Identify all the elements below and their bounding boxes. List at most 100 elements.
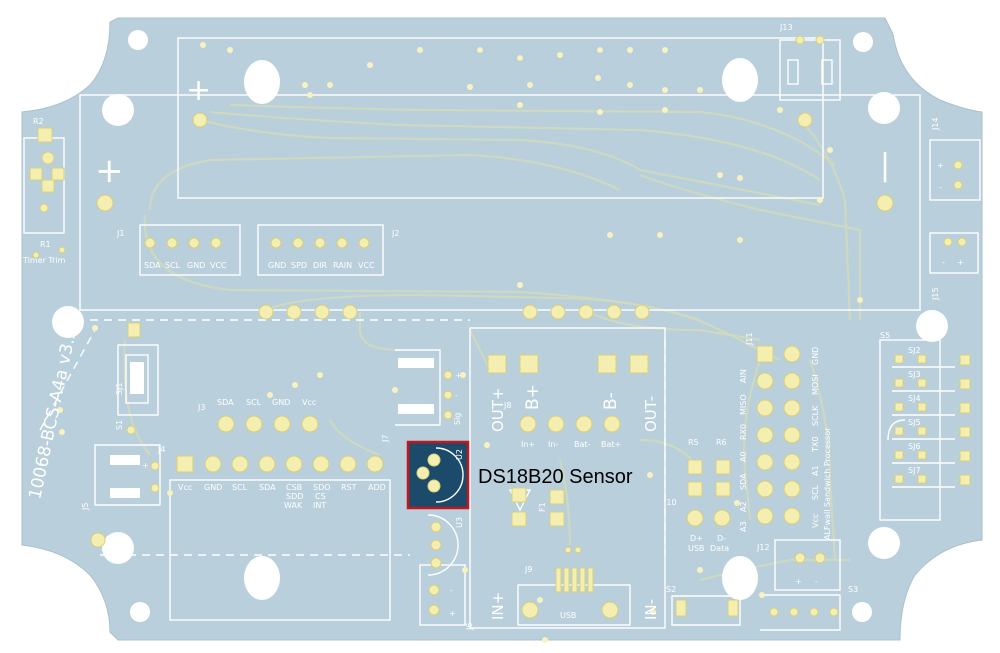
via: [662, 107, 668, 113]
via: [467, 84, 473, 90]
via: [759, 592, 765, 598]
designator-s2: S2: [666, 585, 676, 594]
j8-pin-label: Bat-: [574, 440, 591, 449]
sj-pad: [959, 426, 971, 438]
designator-r6: R6: [716, 438, 727, 447]
connector-j3: SDA SCL GND Vcc J3: [197, 398, 319, 433]
j11-right-label: Vcc: [811, 514, 820, 528]
board-outline: [21, 17, 983, 641]
j3-pin-label: Vcc: [302, 398, 316, 407]
designator-j2: J2: [391, 229, 399, 238]
sj-label: SJ3: [908, 370, 921, 379]
j7-pin-label: Sig: [453, 413, 462, 425]
j4-pin-label: Vcc: [178, 483, 192, 492]
via: [317, 372, 323, 378]
j11-pin: [783, 507, 801, 525]
sensor-callout-label: DS18B20 Sensor: [478, 466, 633, 488]
sj-pad: [959, 378, 971, 390]
via: [267, 392, 273, 398]
j11-left-label: SDA: [739, 473, 748, 490]
usb-label: USB: [560, 611, 576, 620]
sj-pad: [894, 474, 904, 484]
j11-pin: [756, 426, 774, 444]
j11-pin: [756, 453, 774, 471]
vias: [57, 42, 863, 643]
j11-left-label: A2: [739, 501, 748, 512]
in-plus-label: IN+: [489, 592, 507, 620]
j7-pin-label: +: [455, 371, 462, 380]
j2-pin-label: VCC: [358, 261, 375, 270]
via: [697, 87, 703, 93]
b-minus-label: B-: [601, 392, 621, 410]
j11-left-label: MISO: [739, 394, 748, 415]
timer-trim-block: R2 R1 Timer Trim: [22, 117, 66, 265]
j3-pin-label: SDA: [217, 398, 234, 407]
highlight-box: [406, 440, 470, 510]
via: [662, 47, 668, 53]
j1-pin-label: GND: [187, 261, 205, 270]
sj-label: SJ2: [908, 346, 921, 355]
designator-j1: J1: [116, 229, 124, 238]
designator-r1: R1: [40, 240, 51, 249]
j11-pin: [756, 507, 774, 525]
j2-pin-label: RAIN: [333, 261, 352, 270]
designator-j3: J3: [197, 403, 205, 412]
sj-pad: [894, 402, 904, 412]
j12-pin-label: -: [815, 577, 818, 586]
sj-label: SJ5: [908, 418, 921, 427]
via: [627, 47, 633, 53]
via: [777, 107, 783, 113]
j7-pin-label: -: [455, 391, 458, 400]
j11-pin: [783, 480, 801, 498]
j4-sub-label: WAK: [284, 501, 303, 510]
j10-sub-label: Data: [710, 544, 729, 553]
connector-j15: - + J15: [931, 237, 967, 301]
j6-minus: -: [450, 586, 453, 595]
j14-pin-label: -: [939, 183, 942, 192]
j11-pin: [783, 345, 801, 363]
j11-pin: [756, 372, 774, 390]
j1-pin-label: SCL: [165, 261, 181, 270]
j5-plus: +: [142, 461, 149, 470]
j4-pin-label: ADD: [368, 483, 386, 492]
via: [737, 175, 743, 181]
sj-pad: [917, 378, 927, 388]
connector-j11: [756, 345, 801, 525]
j4-sub-label: CS: [315, 492, 326, 501]
j11-left-label: RX0: [739, 424, 748, 440]
via: [227, 47, 233, 53]
designator-j4: J4: [157, 445, 165, 454]
j8-pin-label: In-: [548, 440, 558, 449]
via: [200, 42, 206, 48]
via: [737, 237, 743, 243]
alf-note: ALFwall Sandwich Processor: [823, 427, 832, 540]
power-pads: [90, 112, 894, 548]
designator-s1: S1: [115, 420, 124, 430]
via: [57, 407, 63, 413]
via: [857, 297, 863, 303]
connector-j1: SDA SCL GND VCC J1: [116, 229, 227, 270]
j15-pin-label: -: [942, 258, 945, 267]
j11-right-label: A1: [811, 465, 820, 476]
connector-j4: Vcc GND SCL SDA CSB SDO RST ADD SDD CS W…: [157, 445, 386, 510]
via: [527, 82, 533, 88]
via: [517, 282, 523, 288]
via: [734, 500, 740, 506]
connector-j14: + - J14: [931, 117, 963, 192]
designator-s3: S3: [848, 585, 858, 594]
via: [477, 47, 483, 53]
designator-sj1: SJ1: [115, 382, 124, 395]
j3-pin-label: GND: [272, 398, 290, 407]
j14-pin-label: +: [937, 161, 944, 170]
via: [607, 232, 613, 238]
j4-pin-label: SDA: [259, 483, 276, 492]
via: [59, 429, 65, 435]
j11-left-label: A0: [739, 451, 748, 462]
designator-s5: S5: [880, 331, 890, 340]
ds18b20-sensor: U2: [406, 440, 470, 510]
via: [517, 102, 523, 108]
via: [307, 92, 313, 98]
j11-left-label: A3: [739, 521, 748, 532]
